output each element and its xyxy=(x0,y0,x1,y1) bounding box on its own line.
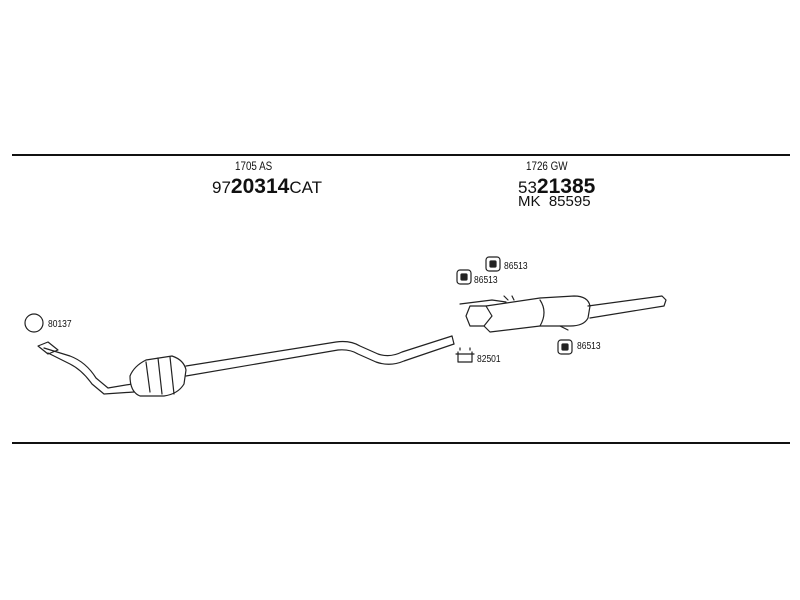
callout-86513-upper: 86513 xyxy=(504,261,528,272)
callout-80137: 80137 xyxy=(48,319,72,330)
intermediate-pipe xyxy=(185,335,455,377)
part-number-2: 5321385 xyxy=(518,175,596,198)
bottom-divider xyxy=(12,442,790,444)
top-divider xyxy=(12,154,790,156)
front-pipe xyxy=(37,341,135,395)
section-code-2: 1726 GW xyxy=(526,159,568,173)
section-code-1: 1705 AS xyxy=(235,159,273,173)
callout-86513-lower: 86513 xyxy=(577,341,601,352)
part-number-1: 9720314CAT xyxy=(212,175,323,198)
catalytic-converter xyxy=(129,355,187,397)
clamp-icon xyxy=(455,347,475,363)
rear-silencer xyxy=(459,295,667,333)
callout-86513-middle: 86513 xyxy=(474,275,498,286)
mount-middle-icon xyxy=(456,269,472,285)
mount-lower-icon xyxy=(557,339,573,355)
rubber-ring xyxy=(24,313,44,333)
part-number-2-extra: MK 85595 xyxy=(518,193,591,210)
mount-upper-icon xyxy=(485,256,501,272)
callout-82501: 82501 xyxy=(477,354,501,365)
